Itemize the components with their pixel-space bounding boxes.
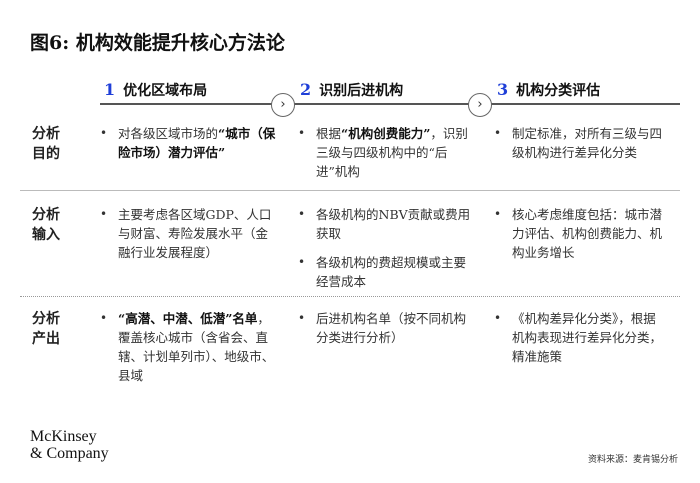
header-divider: [100, 103, 680, 105]
text-pre: 主要考虑各区域GDP、人口与财富、寿险发展水平（金融行业发展程度）: [118, 207, 272, 260]
bullet-icon: •: [100, 311, 108, 325]
bullet-icon: •: [494, 126, 502, 140]
bullet-icon: •: [298, 255, 306, 269]
text-pre: 制定标准，对所有三级与四级机构进行差异化分类: [512, 126, 663, 160]
text-pre: 核心考虑维度包括：城市潜力评估、机构创费能力、机构业务增长: [512, 207, 663, 260]
logo-line-2: & Company: [30, 445, 109, 462]
cell-text: 《机构差异化分类》，根据机构表现进行差异化分类，精准施策: [512, 309, 667, 366]
text-pre: 各级机构的费超规模或主要经营成本: [316, 255, 467, 289]
cell-text: 对各级区域市场的“城市（保险市场）潜力评估”: [118, 124, 278, 162]
bullet-icon: •: [494, 207, 502, 221]
text-post: ，覆盖核心城市（含省会、直辖、计划单列市）、地级市、县域: [118, 311, 275, 383]
row-divider: [20, 190, 680, 191]
step-number: 2: [300, 80, 312, 99]
text-pre: 对各级区域市场的: [118, 126, 219, 141]
text-bold: “城市（保险市场）潜力评估”: [118, 126, 276, 160]
row-divider-dotted: [20, 296, 680, 297]
cell-text: 制定标准，对所有三级与四级机构进行差异化分类: [512, 124, 667, 162]
text-pre: 后进机构名单（按不同机构分类进行分析）: [316, 311, 467, 345]
step-number: 3: [497, 80, 509, 99]
cell-text: 主要考虑各区域GDP、人口与财富、寿险发展水平（金融行业发展程度）: [118, 205, 278, 262]
cell-text: 各级机构的费超规模或主要经营成本: [316, 253, 476, 291]
bullet-icon: •: [100, 126, 108, 140]
page-title: 图6: 机构效能提升核心方法论: [30, 32, 285, 54]
cell-text: 核心考虑维度包括：城市潜力评估、机构创费能力、机构业务增长: [512, 205, 667, 262]
text-pre: 各级机构的NBV贡献或费用获取: [316, 207, 471, 241]
mckinsey-logo: McKinsey & Company: [30, 428, 109, 462]
row-label: 分析输入: [32, 207, 60, 243]
step-2-header: 2 识别后进机构: [300, 80, 403, 100]
bullet-icon: •: [298, 126, 306, 140]
text-bold: “机构创费能力”: [341, 126, 431, 141]
row-label: 分析产出: [32, 311, 60, 347]
bullet-icon: •: [298, 207, 306, 221]
step-3-header: 3 机构分类评估: [497, 80, 600, 100]
step-label: 识别后进机构: [319, 83, 404, 99]
bullet-icon: •: [298, 311, 306, 325]
chevron-right-icon: ›: [271, 93, 295, 117]
chevron-right-icon: ›: [468, 93, 492, 117]
logo-line-1: McKinsey: [30, 428, 97, 445]
cell-text: “高潜、中潜、低潜”名单，覆盖核心城市（含省会、直辖、计划单列市）、地级市、县域: [118, 309, 278, 385]
step-number: 1: [104, 80, 116, 99]
step-1-header: 1 优化区域布局: [104, 80, 207, 100]
cell-text: 各级机构的NBV贡献或费用获取: [316, 205, 476, 243]
text-pre: 《机构差异化分类》，根据机构表现进行差异化分类，精准施策: [512, 311, 663, 364]
text-bold: “高潜、中潜、低潜”名单: [118, 311, 258, 326]
bullet-icon: •: [494, 311, 502, 325]
cell-text: 后进机构名单（按不同机构分类进行分析）: [316, 309, 476, 347]
bullet-icon: •: [100, 207, 108, 221]
source-note: 资料来源：麦肯锡分析: [587, 455, 678, 465]
step-label: 机构分类评估: [516, 83, 601, 99]
row-label: 分析目的: [32, 126, 60, 162]
text-pre: 根据: [316, 126, 342, 141]
step-label: 优化区域布局: [123, 83, 208, 99]
cell-text: 根据“机构创费能力”，识别三级与四级机构中的“后进”机构: [316, 124, 476, 181]
text-post: ，识别三级与四级机构中的“后进”机构: [316, 126, 468, 179]
